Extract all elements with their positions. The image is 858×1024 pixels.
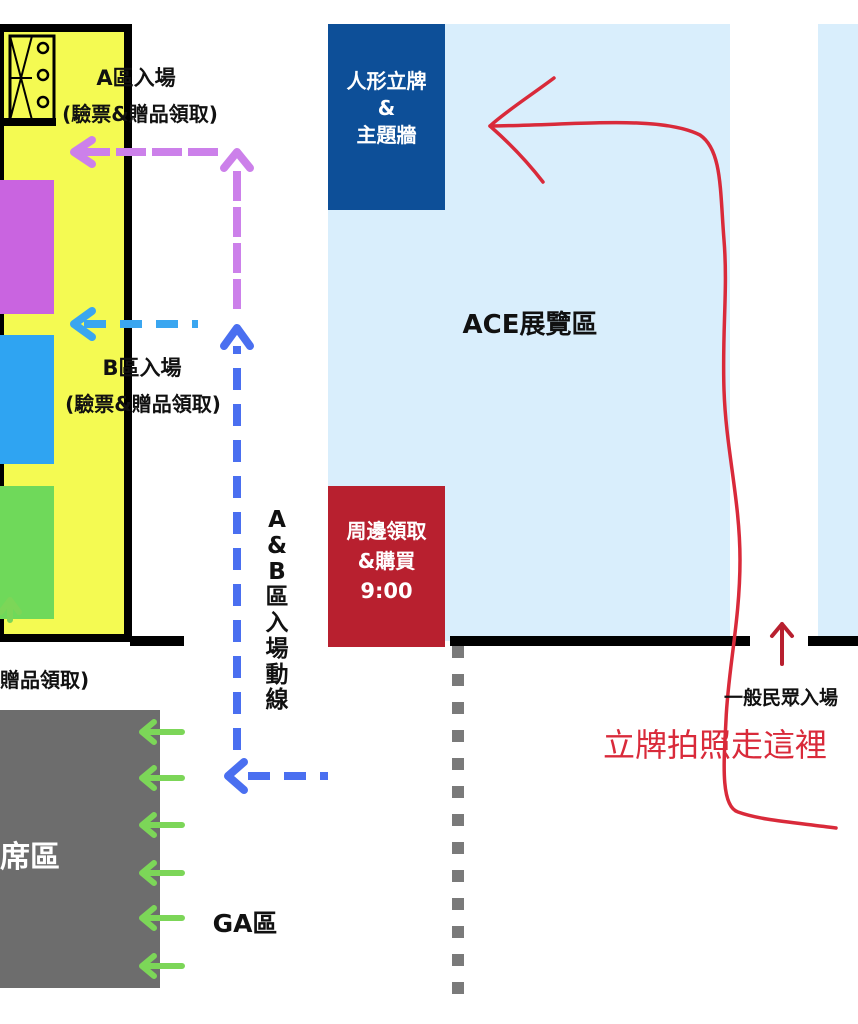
standee-text: 人形立牌 & 主題牆 bbox=[346, 69, 427, 147]
arrow-left-icon bbox=[70, 136, 96, 168]
ab-entry-route bbox=[233, 346, 328, 780]
zone-a-note-label: (驗票&贈品領取) bbox=[62, 102, 218, 126]
arrow-up-icon bbox=[220, 148, 254, 172]
photo-route-label: 立牌拍照走這裡 bbox=[602, 726, 827, 764]
green-entry-arrows bbox=[0, 597, 185, 979]
ab-route-vertical-label: A & B 區 入 場 動 線 bbox=[265, 507, 289, 714]
partial-gift-label: 贈品領取) bbox=[0, 668, 90, 692]
arrow-up-icon bbox=[770, 622, 794, 666]
partial-area-label: 席區 bbox=[0, 840, 60, 875]
blue-zone bbox=[0, 335, 54, 464]
zone-a-route bbox=[80, 148, 241, 309]
zone-b-note-label: (驗票&贈品領取) bbox=[65, 392, 221, 416]
purple-zone bbox=[0, 180, 54, 314]
merch-box bbox=[328, 486, 445, 647]
ace-exhibition-label: ACE展覽區 bbox=[462, 310, 598, 340]
arrow-left-icon bbox=[224, 758, 248, 794]
wall-left bbox=[130, 636, 184, 646]
standee-box bbox=[328, 24, 445, 210]
speaker-stack-icon bbox=[4, 34, 56, 126]
merch-text: 周邊領取 &購買 9:00 bbox=[346, 519, 427, 603]
dark-gray-area bbox=[0, 710, 160, 988]
right-exhibition-area bbox=[818, 24, 858, 641]
wall-middle bbox=[450, 636, 750, 646]
ga-area-label: GA區 bbox=[212, 909, 278, 938]
zone-a-entry-label: A區入場 bbox=[96, 66, 176, 90]
general-entry-label: 一般民眾入場 bbox=[723, 687, 838, 709]
arrow-left-icon bbox=[70, 307, 96, 341]
red-freehand-arrow-icon bbox=[488, 76, 838, 830]
zone-b-entry-label: B區入場 bbox=[102, 356, 182, 380]
arrow-up-icon bbox=[220, 324, 254, 350]
green-zone bbox=[0, 486, 54, 619]
wall-right bbox=[808, 636, 858, 646]
